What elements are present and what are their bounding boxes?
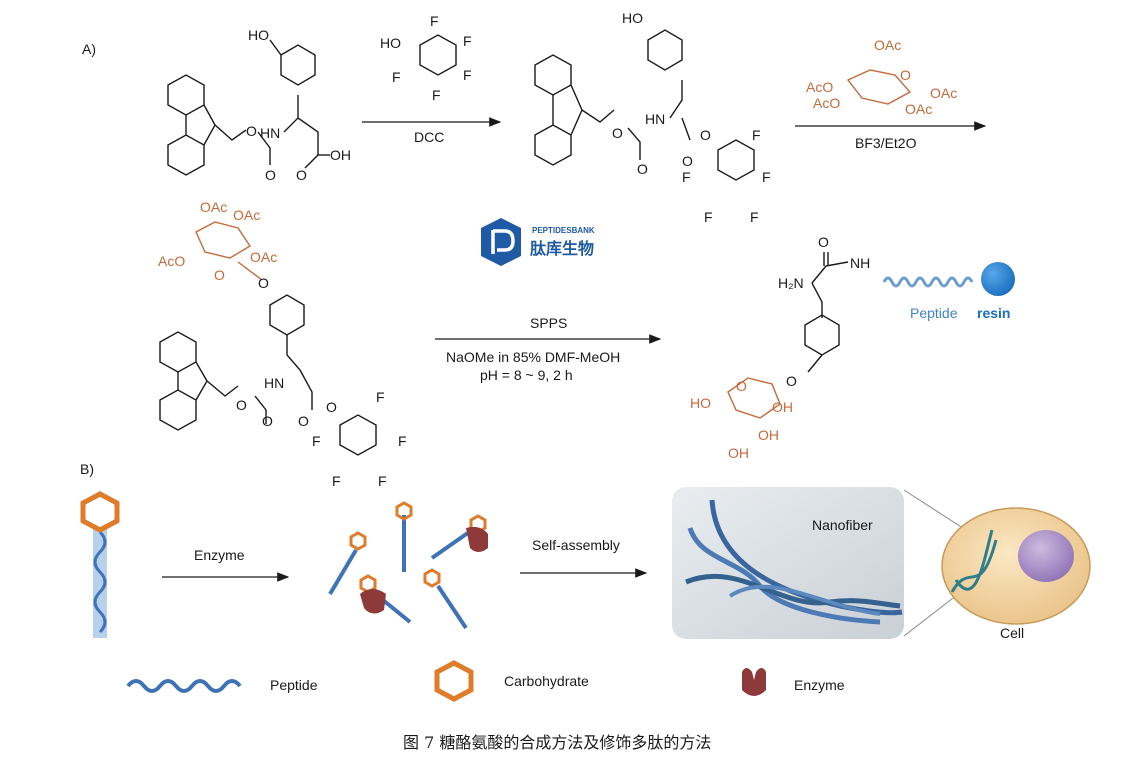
o-label: O — [296, 167, 307, 183]
aco-label: AcO — [158, 253, 185, 269]
reagent-bf3: BF3/Et2O — [855, 135, 917, 151]
logo-text-en: PEPTIDESBANK — [532, 226, 595, 235]
o-label: O — [214, 267, 225, 283]
oh-label: OH — [758, 427, 779, 443]
legend-peptide-icon — [126, 679, 242, 693]
o-label: O — [736, 378, 747, 394]
panel-a-label: A) — [82, 41, 96, 57]
o-label: O — [637, 161, 648, 177]
reaction-step-3: SPPS NaOMe in 85% DMF-MeOH pH = 8 ~ 9, 2… — [435, 315, 662, 383]
reagent-ho-label: HO — [380, 35, 401, 51]
o-label: O — [298, 413, 309, 429]
f-label: F — [332, 473, 341, 489]
oac-label: OAc — [250, 249, 277, 265]
o-label: O — [700, 127, 711, 143]
o-label: O — [786, 373, 797, 389]
self-assembly-arrow-label: Self-assembly — [532, 537, 620, 553]
oac-label: OAc — [233, 207, 260, 223]
f-label: F — [704, 209, 713, 225]
cell-label: Cell — [1000, 625, 1024, 641]
logo-text-cn: 肽库生物 — [530, 239, 594, 258]
peptide-label: Peptide — [910, 305, 958, 321]
ho-label: HO — [622, 10, 643, 26]
panel-b-label: B) — [80, 461, 94, 477]
legend-enzyme-icon — [742, 668, 766, 696]
hn-label: HN — [260, 125, 280, 141]
aco-label: AcO — [813, 95, 840, 111]
f-label: F — [376, 389, 385, 405]
glyco-fmoc-tyr-opfp-structure: OAc OAc OAc AcO O O O HN O O O F F F F F — [158, 199, 407, 489]
o-label: O — [265, 167, 276, 183]
enzyme-arrow-label: Enzyme — [194, 547, 245, 563]
f-label: F — [463, 67, 472, 83]
f-label: F — [430, 13, 439, 29]
cleaved-fragments — [328, 501, 488, 630]
legend-enzyme-label: Enzyme — [794, 677, 845, 693]
nucleus-icon — [1018, 530, 1074, 582]
legend-carbohydrate-label: Carbohydrate — [504, 673, 589, 689]
f-label: F — [750, 209, 759, 225]
product-structure: O NH H₂N O O HO OH OH OH Peptide resin — [690, 234, 1015, 461]
figure-caption: 图 7 糖酪氨酸的合成方法及修饰多肽的方法 — [403, 733, 711, 752]
reagent-ph: pH = 8 ~ 9, 2 h — [480, 367, 573, 383]
f-label: F — [398, 433, 407, 449]
peptide-wave-icon — [882, 276, 974, 288]
reagent-spps: SPPS — [530, 315, 567, 331]
legend-peptide-label: Peptide — [270, 677, 318, 693]
fmoc-tyr-opfp-structure: O HN O HO O O F F F F F — [534, 10, 771, 225]
reagent-naome: NaOMe in 85% DMF-MeOH — [446, 349, 620, 365]
panel-b-diagram: Enzyme Self-assembly Nanofiber — [80, 487, 1091, 702]
fmoc-tyr-oh-structure: O O HN OH O HO — [167, 27, 351, 183]
oac-label: OAc — [905, 101, 932, 117]
reagent-dcc: DCC — [414, 129, 444, 145]
o-label: O — [258, 275, 269, 291]
peptide-helix-icon — [93, 530, 107, 634]
f-label: F — [463, 33, 472, 49]
nanofiber-strands — [685, 499, 903, 625]
reaction-step-2: OAc AcO AcO OAc OAc O BF3/Et2O — [795, 37, 987, 151]
oac-label: OAc — [930, 85, 957, 101]
oh-label: OH — [728, 445, 749, 461]
nanofiber-label: Nanofiber — [812, 517, 873, 533]
aco-label: AcO — [806, 79, 833, 95]
carbohydrate-hexagon-icon — [80, 491, 120, 533]
oh-label: OH — [772, 399, 793, 415]
ho-label: HO — [248, 27, 269, 43]
resin-bead-icon — [981, 262, 1015, 296]
f-label: F — [378, 473, 387, 489]
oac-label: OAc — [200, 199, 227, 215]
o-label: O — [236, 397, 247, 413]
o-label: O — [682, 153, 693, 169]
f-label: F — [432, 87, 441, 103]
f-label: F — [752, 127, 761, 143]
o-label: O — [612, 125, 623, 141]
o-label: O — [246, 123, 257, 139]
legend: Peptide Carbohydrate Enzyme — [126, 660, 845, 702]
nanofiber-panel — [672, 487, 904, 639]
resin-label: resin — [977, 305, 1010, 321]
f-label: F — [312, 433, 321, 449]
o-label: O — [326, 399, 337, 415]
peptidesbank-logo: PEPTIDESBANK 肽库生物 — [481, 218, 595, 266]
nh-label: NH — [850, 255, 870, 271]
hn-label: HN — [645, 111, 665, 127]
legend-carbohydrate-icon — [434, 660, 474, 702]
reaction-step-1: HO F F F F F DCC — [362, 13, 502, 145]
h2n-label: H₂N — [778, 275, 804, 291]
o-label: O — [818, 234, 829, 250]
f-label: F — [762, 169, 771, 185]
oac-label: OAc — [874, 37, 901, 53]
oh-label: OH — [330, 147, 351, 163]
f-label: F — [392, 69, 401, 85]
o-label: O — [900, 67, 911, 83]
nanofiber-in-cell-icon — [950, 529, 998, 593]
f-label: F — [682, 169, 691, 185]
ho-label: HO — [690, 395, 711, 411]
o-label: O — [262, 413, 273, 429]
hn-label: HN — [264, 375, 284, 391]
